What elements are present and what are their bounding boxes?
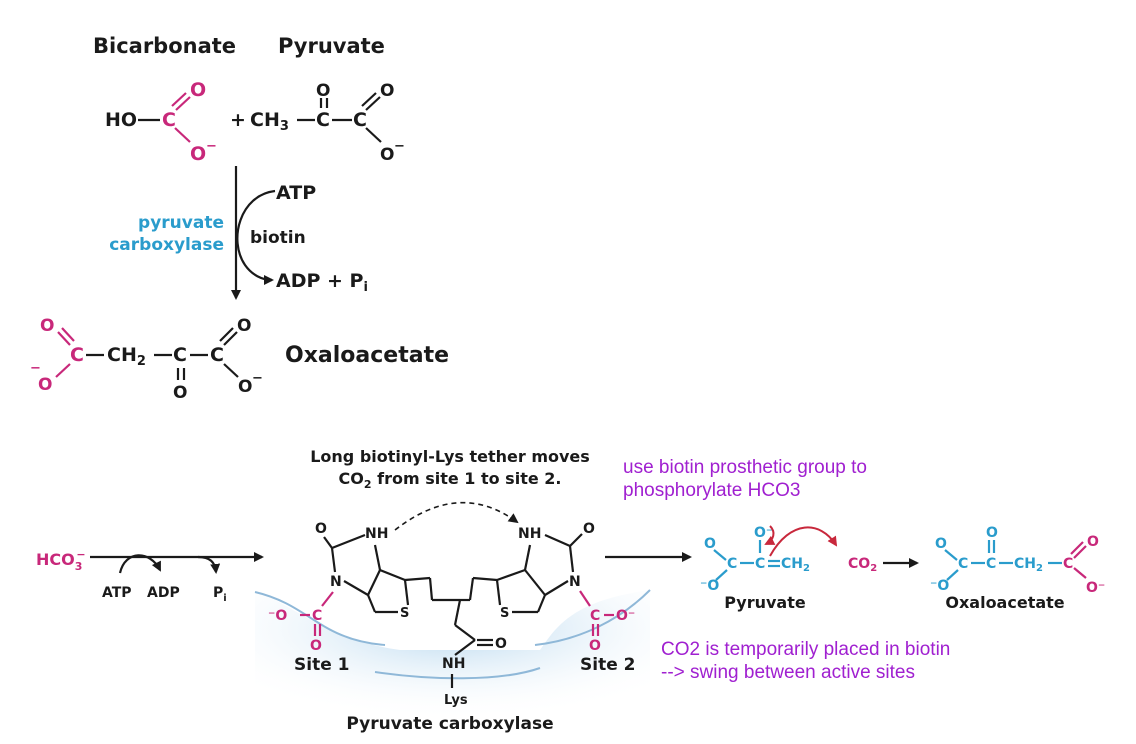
- svg-text:⁻O: ⁻O: [268, 608, 287, 624]
- svg-text:C: C: [958, 556, 968, 572]
- annotation-biotin-phosphorylate: use biotin prosthetic group to phosphory…: [623, 457, 867, 501]
- carboxybiotin-right: NH O N S O NH C O⁻ O: [442, 521, 635, 688]
- svg-text:NH: NH: [518, 526, 541, 542]
- oxaloacetate-label-bottom: Oxaloacetate: [945, 593, 1064, 612]
- svg-text:C: C: [1063, 556, 1073, 572]
- svg-text:O: O: [38, 375, 52, 395]
- svg-text:O: O: [935, 536, 947, 552]
- svg-text:O⁻: O⁻: [1086, 580, 1105, 596]
- adp-label-bottom: ADP: [147, 585, 180, 601]
- oxaloacetate-label: Oxaloacetate: [285, 343, 449, 368]
- pi-curve: [197, 555, 221, 574]
- svg-text:O: O: [237, 316, 251, 336]
- cofactor-curved-arrow: [236, 189, 276, 285]
- tether-caption-line1: Long biotinyl-Lys tether moves: [310, 447, 590, 466]
- svg-text:N: N: [330, 574, 342, 590]
- svg-text:S: S: [500, 606, 509, 621]
- svg-text:−: −: [252, 371, 263, 386]
- svg-text:⁻O: ⁻O: [930, 578, 949, 594]
- svg-text:C: C: [312, 608, 322, 624]
- plus-sign: +: [230, 109, 246, 131]
- svg-text:−: −: [30, 361, 41, 376]
- svg-text:−: −: [394, 139, 405, 154]
- svg-text:O: O: [495, 636, 507, 652]
- svg-text:CH2: CH2: [781, 556, 810, 574]
- enzyme-surface: [255, 590, 650, 720]
- svg-text:O: O: [173, 383, 187, 403]
- lys-label: Lys: [444, 693, 468, 708]
- svg-text:C: C: [162, 109, 176, 131]
- atp-adp-curve: [118, 554, 161, 574]
- svg-text:C: C: [173, 344, 187, 366]
- oxaloacetate-structure: O C − O CH2 C O C O O −: [30, 316, 263, 403]
- pyruvate-label-bottom: Pyruvate: [724, 593, 806, 612]
- pi-label-bottom: Pi: [213, 585, 227, 604]
- enzyme-floor: [374, 667, 541, 680]
- svg-text:O: O: [583, 521, 595, 537]
- svg-text:O: O: [704, 536, 716, 552]
- co2-label: CO2: [848, 556, 877, 574]
- oxaloacetate-structure-bottom: O C ⁻O C O CH2 C O O⁻: [930, 525, 1105, 596]
- enzyme-label: Pyruvate carboxylase: [346, 714, 553, 734]
- svg-text:C: C: [353, 109, 367, 131]
- svg-text:C: C: [755, 556, 765, 572]
- svg-text:CH2: CH2: [1014, 556, 1043, 574]
- atp-label: ATP: [276, 182, 316, 204]
- svg-text:O: O: [190, 143, 206, 165]
- svg-text:O: O: [40, 316, 54, 336]
- svg-text:C: C: [210, 344, 224, 366]
- svg-text:O: O: [315, 521, 327, 537]
- hco3-label: HCO3−: [36, 548, 86, 573]
- svg-text:O: O: [986, 525, 998, 541]
- svg-text:CH2: CH2: [107, 344, 146, 369]
- svg-text:O: O: [1087, 534, 1099, 550]
- svg-text:NH: NH: [442, 656, 465, 672]
- svg-text:O: O: [238, 377, 252, 397]
- site1-label: Site 1: [294, 655, 349, 675]
- svg-text:O⁻: O⁻: [616, 608, 635, 624]
- pyruvate-structure: CH3 C O C O O −: [250, 81, 405, 165]
- svg-text:O: O: [316, 81, 330, 101]
- svg-text:HO: HO: [105, 109, 137, 131]
- site2-label: Site 2: [580, 655, 635, 675]
- svg-text:C: C: [590, 608, 600, 624]
- svg-text:O: O: [190, 79, 206, 101]
- svg-text:O: O: [589, 638, 601, 654]
- svg-text:C: C: [316, 109, 330, 131]
- annotation-co2-swing: CO2 is temporarily placed in biotin --> …: [661, 639, 951, 683]
- svg-text:C: C: [727, 556, 737, 572]
- tether-dashed-arrow: [394, 501, 519, 531]
- svg-text:O: O: [380, 145, 394, 165]
- svg-text:CH3: CH3: [250, 109, 289, 134]
- svg-text:⁻O: ⁻O: [700, 578, 719, 594]
- adp-pi-label: ADP + Pi: [276, 270, 368, 295]
- svg-text:O: O: [310, 638, 322, 654]
- svg-text:O: O: [380, 81, 394, 101]
- bicarbonate-structure: HO C O O −: [105, 79, 217, 165]
- svg-text:C: C: [986, 556, 996, 572]
- svg-text:−: −: [206, 139, 217, 154]
- enzyme-label-line1: pyruvate: [138, 213, 224, 233]
- atp-label-bottom: ATP: [102, 585, 132, 601]
- svg-text:NH: NH: [365, 526, 388, 542]
- pyruvate-enolate-structure: O C ⁻O C O⁻ CH2: [700, 525, 838, 594]
- biotin-label: biotin: [250, 228, 306, 248]
- svg-text:N: N: [569, 574, 581, 590]
- site1-pocket: [254, 591, 386, 646]
- bicarbonate-label: Bicarbonate: [93, 34, 236, 58]
- tether-caption-line2: CO2 from site 1 to site 2.: [339, 469, 562, 491]
- svg-text:S: S: [400, 606, 409, 621]
- svg-text:C: C: [70, 344, 84, 366]
- carboxybiotin-left: O NH N S C ⁻O O: [268, 521, 460, 654]
- pyruvate-label: Pyruvate: [278, 34, 385, 58]
- enzyme-label-line2: carboxylase: [109, 235, 224, 255]
